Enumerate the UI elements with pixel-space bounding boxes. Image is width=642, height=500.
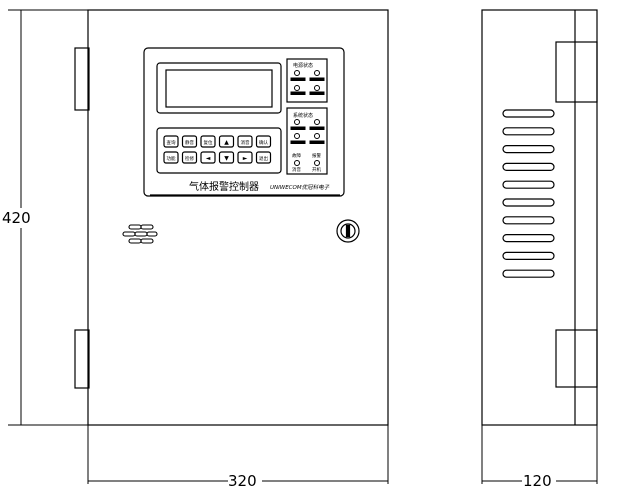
ventilation-slots xyxy=(502,109,555,278)
indicator-bar xyxy=(309,140,325,144)
vent-slot xyxy=(502,234,555,243)
keypad-key[interactable] xyxy=(237,151,253,164)
keypad-key[interactable] xyxy=(237,135,253,148)
width-label: 320 xyxy=(228,472,257,490)
keypad-key-label: ▲ xyxy=(224,139,229,146)
indicator-led xyxy=(314,70,320,76)
keypad-key-label: ◄ xyxy=(206,155,211,162)
keypad-key[interactable] xyxy=(181,135,198,148)
indicator-bar xyxy=(290,126,306,130)
keypad-key[interactable] xyxy=(200,135,216,148)
vent-slot xyxy=(502,251,555,260)
keypad-key[interactable] xyxy=(163,151,179,164)
keypad-key-label: 退出 xyxy=(259,155,268,162)
panel-title: 气体报警控制器 xyxy=(189,180,259,193)
keypad-key-label: 消音 xyxy=(241,139,250,146)
lcd-screen xyxy=(165,69,273,108)
indicator-bar xyxy=(309,91,325,95)
vent-slot xyxy=(502,127,555,136)
indicator-bar xyxy=(309,126,325,130)
indicator-led xyxy=(294,119,300,125)
indicator-led xyxy=(294,85,300,91)
system-status-label: 系统状态 xyxy=(293,112,313,119)
side-view xyxy=(481,9,598,426)
indicator-led xyxy=(314,85,320,91)
depth-dimension xyxy=(481,425,598,484)
indicator-bar xyxy=(290,77,306,81)
control-panel xyxy=(143,47,345,197)
indicator-led xyxy=(294,160,300,166)
top-hinge xyxy=(74,47,90,111)
system-indicators xyxy=(290,119,325,166)
bottom-hinge xyxy=(74,329,90,389)
indicator-led xyxy=(294,133,300,139)
side-bottom-hinge xyxy=(555,329,598,388)
vent-slot xyxy=(502,109,555,118)
indicator-label-alarm: 报警 xyxy=(312,152,321,159)
indicator-label-silence: 消音 xyxy=(292,166,301,173)
keypad-key-label: ► xyxy=(243,155,248,162)
indicator-bar xyxy=(290,140,306,144)
keypad-frame xyxy=(156,127,282,174)
height-label: 420 xyxy=(2,209,31,227)
keypad-key[interactable] xyxy=(255,135,272,148)
indicator-label-power-on: 开机 xyxy=(312,166,321,173)
vent-slot xyxy=(502,216,555,225)
indicator-bar xyxy=(290,91,306,95)
speaker-grille xyxy=(122,224,158,244)
keypad-key-label: 查询 xyxy=(167,139,176,146)
depth-label: 120 xyxy=(523,472,552,490)
keypad-key[interactable] xyxy=(200,151,216,164)
indicator-led xyxy=(314,133,320,139)
indicator-led xyxy=(314,160,320,166)
vent-slot xyxy=(502,162,555,171)
keypad-key[interactable] xyxy=(163,135,179,148)
height-dimension xyxy=(8,9,88,426)
brand-label: UNIWECOM优冠科电子 xyxy=(270,184,330,191)
front-cabinet-outline xyxy=(87,9,389,426)
vent-slot xyxy=(502,180,555,189)
keypad-key-label: ▼ xyxy=(224,155,229,162)
lcd-outer xyxy=(156,62,282,114)
side-cabinet-outline xyxy=(481,9,598,426)
keypad-key-label: 确认 xyxy=(259,139,268,146)
keypad-key-label: 复位 xyxy=(204,139,213,146)
lock-icon[interactable] xyxy=(336,219,360,243)
indicator-bar xyxy=(309,77,325,81)
width-dimension xyxy=(87,425,389,484)
power-status-box xyxy=(286,58,328,103)
keypad-key[interactable] xyxy=(181,151,198,164)
indicator-label-fault: 故障 xyxy=(292,152,301,159)
system-status-box xyxy=(286,107,328,175)
power-indicators xyxy=(290,70,325,95)
power-status-label: 电源状态 xyxy=(293,62,313,69)
keypad-key[interactable] xyxy=(218,151,235,164)
keypad-key[interactable] xyxy=(218,135,235,148)
indicator-led xyxy=(314,119,320,125)
vent-slot xyxy=(502,198,555,207)
side-top-hinge xyxy=(555,41,598,103)
indicator-led xyxy=(294,70,300,76)
keypad-key-label: 静音 xyxy=(185,139,194,146)
keypad-key[interactable] xyxy=(255,151,272,164)
keypad-key-label: 检修 xyxy=(185,155,194,162)
vent-slot xyxy=(502,145,555,154)
keypad-key-label: 功能 xyxy=(167,155,176,162)
vent-slot xyxy=(502,269,555,278)
